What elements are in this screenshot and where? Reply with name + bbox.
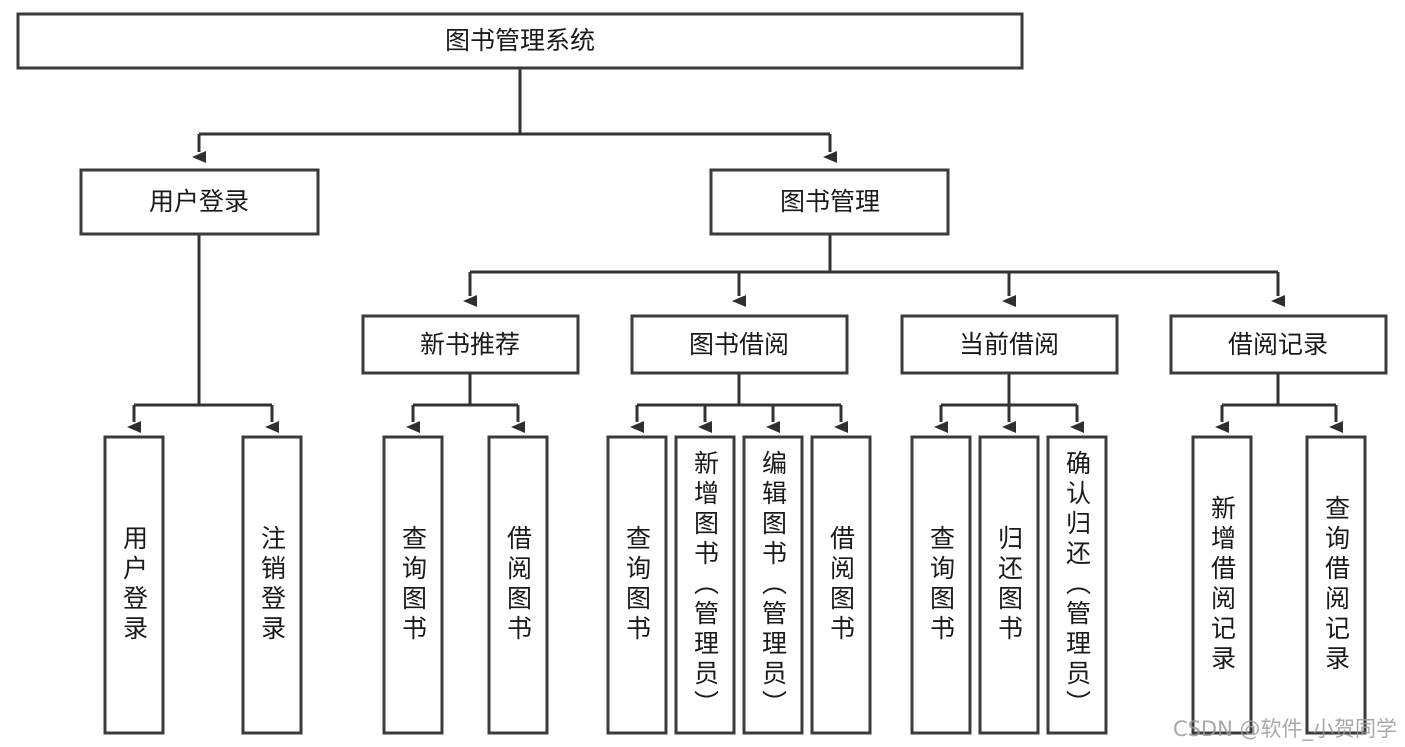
node-borrow-record-box[interactable]: [1169, 314, 1388, 375]
node-new-book-recommend-box[interactable]: [361, 314, 580, 375]
csdn-watermark: CSDN @软件_小贺同学: [1172, 717, 1397, 741]
node-borrow-record[interactable]: 借阅记录: [1169, 314, 1388, 375]
leaf-box-new-book-0[interactable]: [382, 435, 444, 735]
node-new-book-recommend[interactable]: 新书推荐: [361, 314, 580, 375]
node-root-label: 图书管理系统: [445, 26, 595, 55]
node-book-borrow-box[interactable]: [630, 314, 849, 375]
leaf-box-user-login-0[interactable]: [103, 435, 165, 735]
node-new-book-recommend-label: 新书推荐: [420, 330, 520, 359]
leaf-box-borrow-book-1[interactable]: [674, 435, 736, 735]
leaf-box-current-borrow-1[interactable]: [978, 435, 1040, 735]
node-root-box[interactable]: [16, 12, 1024, 70]
node-root[interactable]: 图书管理系统: [16, 12, 1024, 70]
node-user-login-label: 用户登录: [149, 187, 249, 216]
node-current-borrow-label: 当前借阅: [959, 330, 1059, 359]
node-book-borrow[interactable]: 图书借阅: [630, 314, 849, 375]
node-book-borrow-label: 图书借阅: [689, 330, 789, 359]
connector-group-userlogin-to-leaves: [127, 234, 279, 433]
connector-group-currentborrow-to-leaves: [934, 373, 1084, 433]
connector-group-borrowrecord-to-leaves: [1215, 373, 1343, 433]
connector-group-newbook-to-leaves: [406, 373, 525, 433]
node-book-management-label: 图书管理: [780, 187, 880, 216]
connector-group-borrowbook-to-leaves: [630, 373, 848, 433]
node-book-management-box[interactable]: [709, 168, 950, 236]
leaf-box-user-login-1[interactable]: [241, 435, 303, 735]
node-book-management[interactable]: 图书管理: [709, 168, 950, 236]
node-borrow-record-label: 借阅记录: [1228, 330, 1328, 359]
leaf-box-borrow-record-0[interactable]: [1191, 435, 1253, 735]
leaf-box-borrow-book-3[interactable]: [810, 435, 872, 735]
leaf-box-new-book-1[interactable]: [487, 435, 549, 735]
leaf-box-borrow-book-0[interactable]: [606, 435, 668, 735]
leaf-box-borrow-book-2[interactable]: [742, 435, 804, 735]
node-user-login-box[interactable]: [79, 168, 320, 236]
leaf-box-current-borrow-2[interactable]: [1046, 435, 1108, 735]
node-user-login[interactable]: 用户登录: [79, 168, 320, 236]
leaf-box-current-borrow-0[interactable]: [910, 435, 972, 735]
node-current-borrow[interactable]: 当前借阅: [900, 314, 1119, 375]
leaf-box-borrow-record-1[interactable]: [1305, 435, 1367, 735]
connector-group-root-to-level2: [192, 68, 837, 163]
node-current-borrow-box[interactable]: [900, 314, 1119, 375]
connector-group-bookmgmt-to-level3: [463, 234, 1285, 307]
